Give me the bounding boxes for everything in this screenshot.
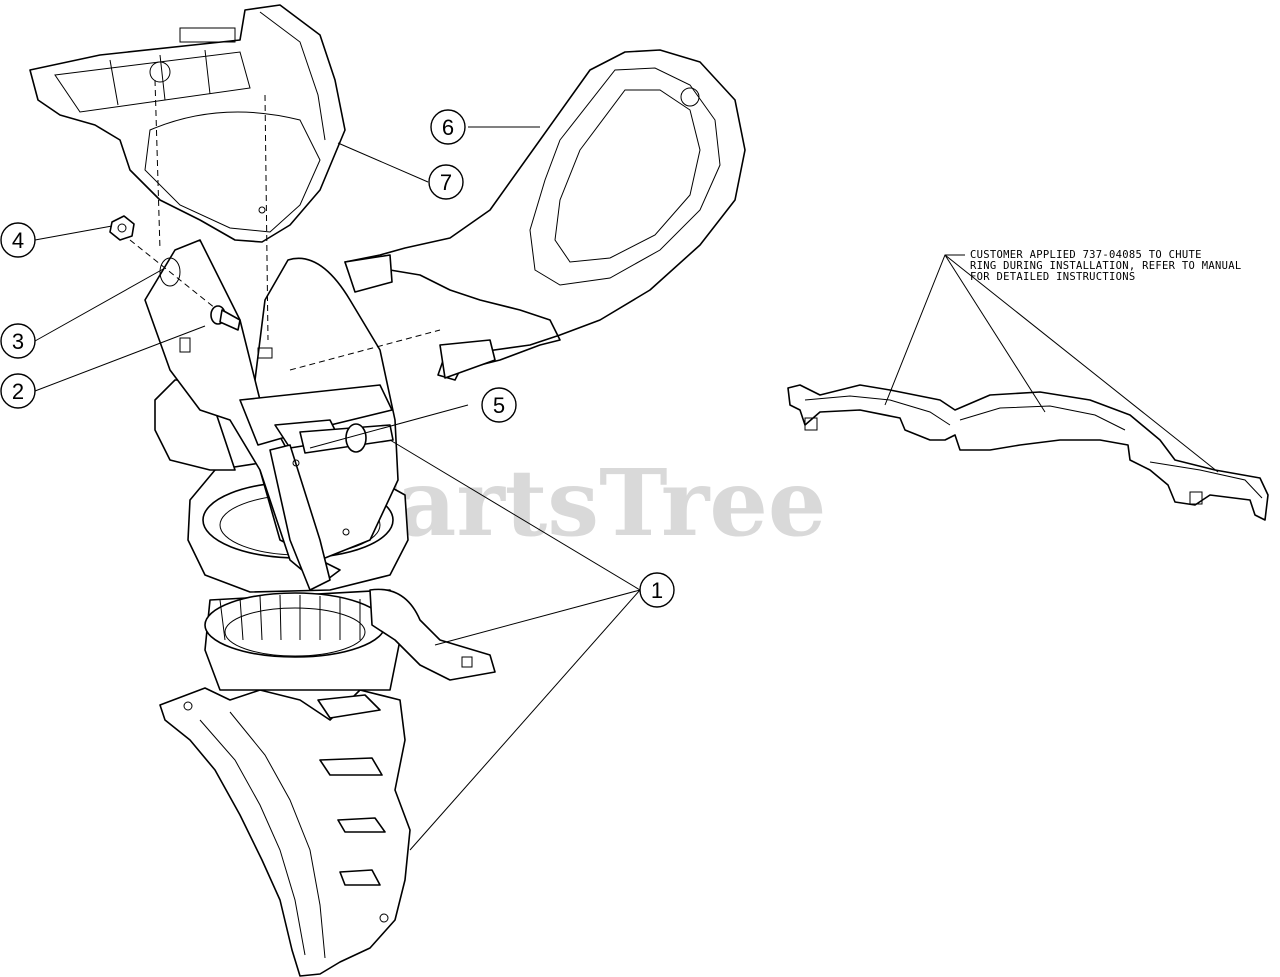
bolt [210,305,241,331]
hardware [109,79,441,371]
callout-1-label: 1 [651,578,663,603]
note-line-2: RING DURING INSTALLATION, REFER TO MANUA… [970,260,1241,272]
installation-note: CUSTOMER APPLIED 737-04085 TO CHUTE RING… [970,249,1241,283]
callout-7-label: 7 [440,170,452,195]
bushing [109,215,135,241]
callout-6: 6 [430,109,466,145]
callout-7: 7 [428,164,464,200]
callout-4: 4 [0,222,36,258]
leader-lines [34,126,1219,851]
deflector [29,4,346,243]
callout-3: 3 [0,323,36,359]
callout-5: 5 [481,387,517,423]
watermark: PartsTree TM [330,424,935,557]
callout-3-label: 3 [12,329,24,354]
lower-chute-base [159,687,411,977]
callout-4-label: 4 [12,228,24,253]
chute-ring [204,588,496,691]
chute-bracket [144,239,394,591]
pivot-hole [159,257,181,287]
deflector-handle [344,49,746,381]
callout-2-label: 2 [12,379,24,404]
watermark-text: PartsTree [330,449,826,557]
note-line-1: CUSTOMER APPLIED 737-04085 TO CHUTE [970,249,1202,261]
callout-2: 2 [0,373,36,409]
callout-5-label: 5 [493,393,505,418]
chute-ring-detail [787,384,1269,521]
callout-6-label: 6 [442,115,454,140]
callout-1: 1 [639,572,675,608]
note-line-3: FOR DETAILED INSTRUCTIONS [970,271,1136,283]
